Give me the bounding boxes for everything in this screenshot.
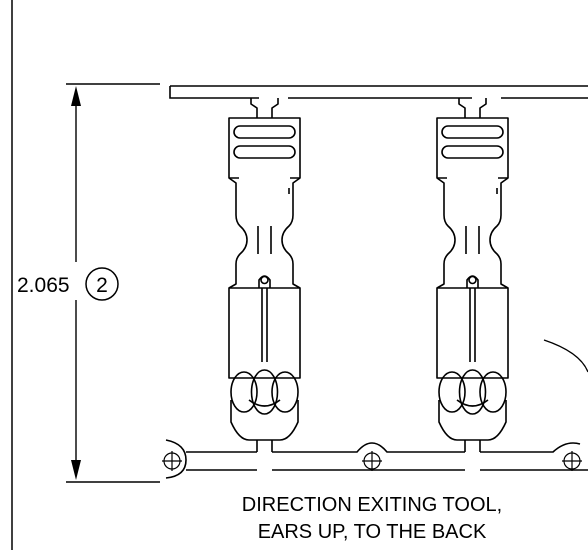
pilot-hole-center-icon xyxy=(362,451,382,471)
lower-carrier-strip xyxy=(165,439,588,479)
callout-balloon: 2 xyxy=(85,267,119,301)
pilot-hole-left-icon xyxy=(162,451,182,471)
note-line-1: DIRECTION EXITING TOOL, xyxy=(242,494,502,516)
pilot-hole-right-icon xyxy=(562,451,582,471)
upper-carrier-strip xyxy=(169,85,588,99)
callout-number: 2 xyxy=(96,274,108,297)
note-line-2: EARS UP, TO THE BACK xyxy=(258,521,487,543)
terminal-right xyxy=(436,97,509,453)
partial-arc xyxy=(543,339,588,373)
dimension-value: 2.065 xyxy=(17,274,70,297)
terminal-left xyxy=(228,97,301,453)
dimension-line xyxy=(71,86,81,480)
